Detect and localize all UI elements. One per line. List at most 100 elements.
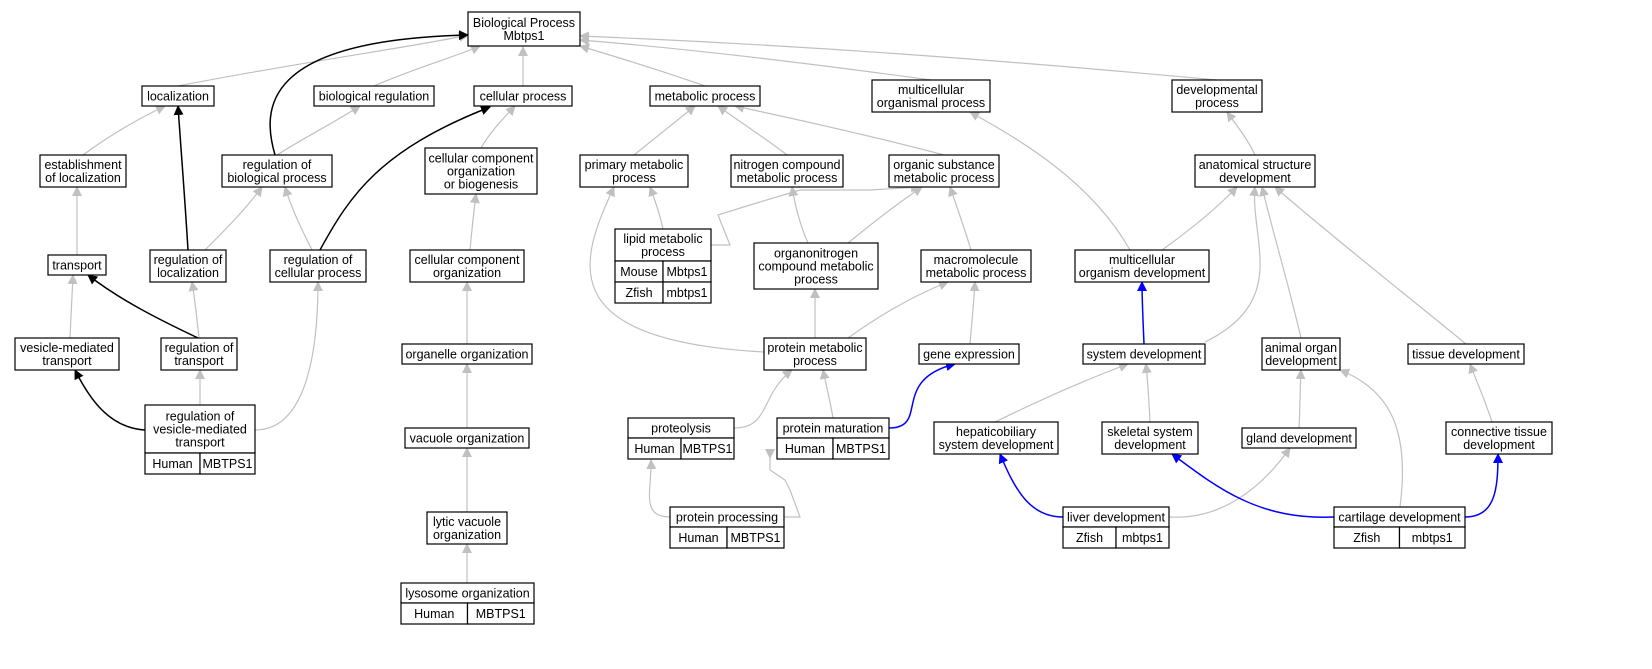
term-label-line: vesicle-mediated bbox=[20, 341, 114, 355]
gene-label: mbtps1 bbox=[1412, 531, 1453, 545]
edge-connective-to-tissue bbox=[1468, 363, 1493, 423]
term-node-gland-development[interactable]: gland development bbox=[1241, 427, 1357, 449]
term-box bbox=[730, 154, 844, 188]
term-box bbox=[1407, 343, 1525, 365]
term-label-line: metabolic process bbox=[655, 90, 756, 104]
term-label-line: regulation of bbox=[243, 158, 312, 172]
edge-devp-to-bp bbox=[579, 31, 1218, 81]
term-box bbox=[871, 79, 991, 113]
term-label-line: liver development bbox=[1067, 511, 1165, 525]
term-label-line: gland development bbox=[1246, 432, 1352, 446]
edge-macro-to-organic bbox=[948, 186, 972, 251]
gene-label: MBTPS1 bbox=[202, 457, 252, 471]
term-label-line: organelle organization bbox=[405, 348, 528, 362]
term-node-cellular-process[interactable]: cellular process bbox=[473, 85, 573, 107]
term-label-line: macromolecule bbox=[934, 253, 1019, 267]
term-node-localization[interactable]: localization bbox=[141, 85, 215, 107]
term-node-vacuole-organization[interactable]: vacuole organization bbox=[404, 427, 530, 449]
term-label-line: of localization bbox=[45, 171, 121, 185]
term-box bbox=[579, 154, 689, 188]
species-label: Zfish bbox=[1353, 531, 1380, 545]
term-node-regulation-of-vesicle-mediated-transport[interactable]: regulation ofvesicle-mediatedtransportHu… bbox=[144, 404, 256, 475]
term-label-line: process bbox=[641, 245, 685, 259]
term-node-system-development[interactable]: system development bbox=[1082, 343, 1206, 365]
edge-cco-to-ccob bbox=[469, 193, 480, 251]
term-label-line: development bbox=[1463, 438, 1535, 452]
term-box bbox=[426, 511, 508, 545]
gene-cell: MBTPS1 bbox=[680, 437, 735, 460]
term-label-line: organization bbox=[433, 528, 501, 542]
species-label: Human bbox=[634, 442, 674, 456]
species-cell: Human bbox=[669, 526, 728, 549]
term-node-tissue-development[interactable]: tissue development bbox=[1407, 343, 1525, 365]
term-label-line: transport bbox=[42, 354, 92, 368]
edge-animal-to-anat bbox=[1259, 186, 1302, 339]
gene-label: mbtps1 bbox=[667, 286, 708, 300]
edge-multidev-to-multi bbox=[969, 111, 1131, 251]
term-label-line: anatomical structure bbox=[1199, 158, 1312, 172]
edge-liver-to-hepato bbox=[998, 453, 1064, 518]
term-node-transport[interactable]: transport bbox=[47, 254, 107, 276]
term-node-biological-regulation[interactable]: biological regulation bbox=[313, 85, 435, 107]
species-cell: Zfish bbox=[1333, 526, 1401, 549]
edge-hepato-to-sysdev bbox=[994, 362, 1129, 423]
term-label-line: lytic vacuole bbox=[433, 515, 501, 529]
species-cell: Human bbox=[627, 437, 682, 460]
term-box bbox=[1171, 79, 1263, 113]
term-label-line: proteolysis bbox=[651, 422, 711, 436]
edge-regcell-to-cell bbox=[319, 105, 491, 251]
term-box bbox=[1101, 421, 1199, 455]
edge-bioreg-to-bp bbox=[373, 45, 481, 87]
term-label-line: protein maturation bbox=[783, 422, 884, 436]
term-node-gene-expression[interactable]: gene expression bbox=[918, 343, 1020, 365]
term-node-metabolic-process[interactable]: metabolic process bbox=[649, 85, 761, 107]
edge-skeletal-to-sysdev bbox=[1141, 363, 1152, 423]
species-label: Zfish bbox=[1076, 531, 1103, 545]
term-node-organelle-organization[interactable]: organelle organization bbox=[401, 343, 533, 365]
species-cell: Human bbox=[776, 437, 834, 460]
term-label-line: process bbox=[794, 273, 838, 287]
term-label-line: establishment bbox=[44, 158, 122, 172]
gene-cell: mbtps1 bbox=[1398, 526, 1466, 549]
edge-estloc-to-loc bbox=[82, 105, 166, 156]
term-box bbox=[47, 254, 107, 276]
gene-label: mbtps1 bbox=[1122, 531, 1163, 545]
edge-multi-to-bp bbox=[579, 35, 932, 81]
edge-sysdev-to-anat bbox=[1204, 186, 1261, 343]
term-label-line: metabolic process bbox=[737, 171, 838, 185]
edge-orgnitro-to-organic bbox=[847, 186, 923, 244]
term-label-line: gene expression bbox=[923, 348, 1015, 362]
term-label-line: skeletal system bbox=[1107, 425, 1192, 439]
